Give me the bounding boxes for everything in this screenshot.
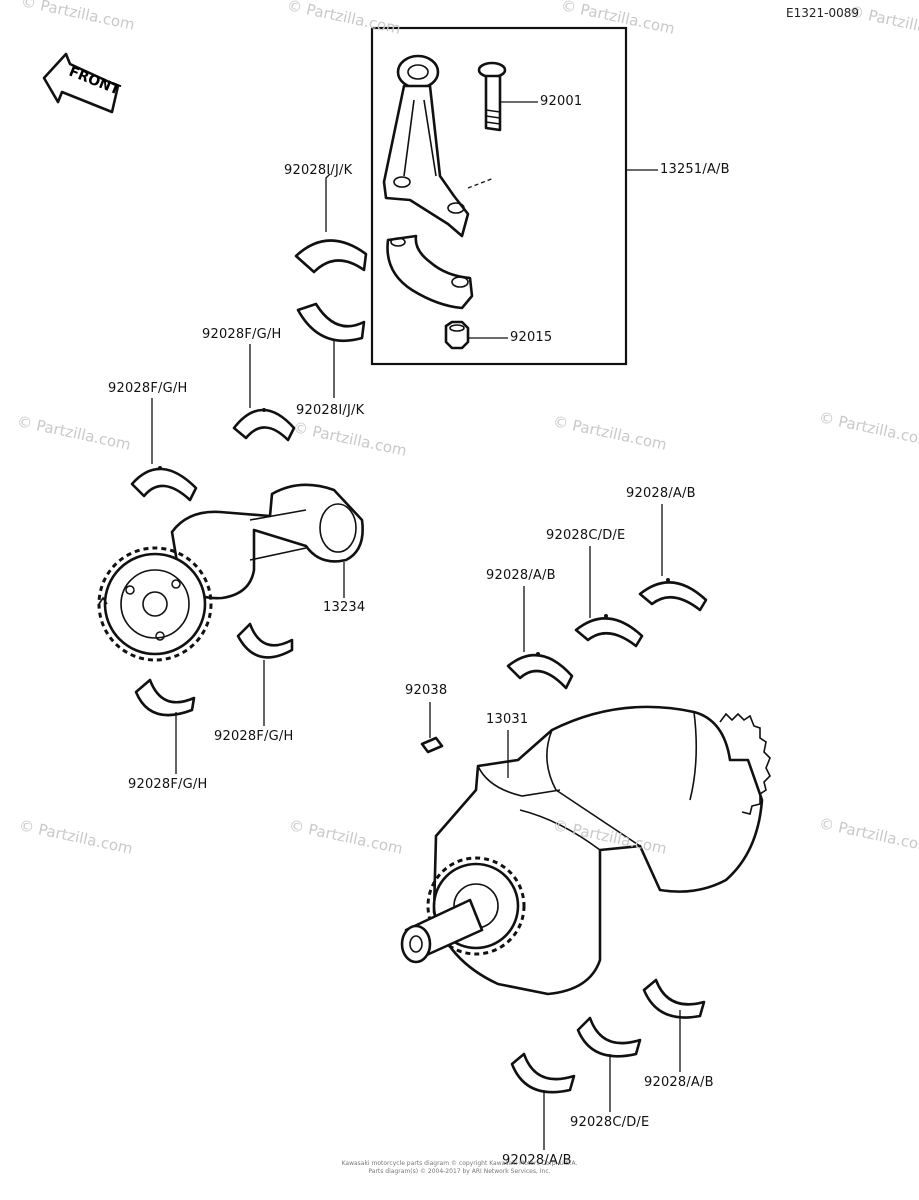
- callout-92028ab-upper: 92028/A/B: [486, 568, 556, 583]
- callout-92028ab-bottom: 92028/A/B: [502, 1153, 572, 1168]
- copyright-line: Parts diagram(s) © 2004-2017 by ARI Netw…: [368, 1168, 551, 1175]
- callout-92028fgh-left: 92028F/G/H: [108, 381, 188, 396]
- callout-92028fgh-top: 92028F/G/H: [202, 327, 282, 342]
- bearing-shell-cde-lower: [576, 1016, 642, 1058]
- callout-92028ab-lowright: 92028/A/B: [644, 1075, 714, 1090]
- woodruff-key-92038: [420, 736, 444, 754]
- bearing-shell-fgh-top: [232, 408, 296, 442]
- bearing-shell-ab-upper: [506, 652, 574, 690]
- rod-cap: [386, 234, 474, 310]
- copyright-line: Kawasaki motorcycle parts diagram © copy…: [341, 1160, 578, 1167]
- callout-13251: 13251/A/B: [660, 162, 730, 177]
- callout-92028fgh-bottom: 92028F/G/H: [128, 777, 208, 792]
- balancer-shaft-13234: [99, 483, 364, 662]
- callout-92028ijk-mid: 92028I/J/K: [296, 403, 365, 418]
- crankshaft-13031: [400, 705, 771, 996]
- bearing-shell-fgh-bottom: [134, 678, 196, 717]
- bearing-shell-fgh-left: [130, 466, 198, 502]
- callout-92028cde-lower: 92028C/D/E: [570, 1115, 650, 1130]
- callout-92028ab-right: 92028/A/B: [626, 486, 696, 501]
- bearing-shell-ab-lowright: [642, 978, 706, 1019]
- bearing-shell-cde-upper: [574, 614, 644, 648]
- callout-92038: 92038: [405, 683, 448, 698]
- bearing-shell-ab-bottom: [510, 1052, 576, 1094]
- bearing-shell-fgh-lower: [236, 622, 294, 659]
- callout-92015: 92015: [510, 330, 553, 345]
- leader-lines: [151, 101, 681, 1150]
- diagram-id: E1321-0089: [786, 6, 859, 20]
- callout-92028ijk-top: 92028I/J/K: [284, 163, 353, 178]
- bearing-shell-ijk-top: [294, 239, 368, 274]
- bearing-shell-ab-right: [638, 578, 708, 612]
- callout-92028fgh-lower: 92028F/G/H: [214, 729, 294, 744]
- rod-nut-92015: [444, 320, 470, 350]
- connecting-rod-assembly-box: [370, 26, 628, 366]
- front-arrow-icon: FRONT: [42, 52, 123, 114]
- rod-bolt-92001: [477, 61, 507, 132]
- connecting-rod: [382, 54, 470, 238]
- callout-92001: 92001: [540, 94, 583, 109]
- callout-13031: 13031: [486, 712, 529, 727]
- callout-13234: 13234: [323, 600, 366, 615]
- bearing-shell-ijk-mid: [296, 302, 366, 343]
- callout-92028cde-upper: 92028C/D/E: [546, 528, 626, 543]
